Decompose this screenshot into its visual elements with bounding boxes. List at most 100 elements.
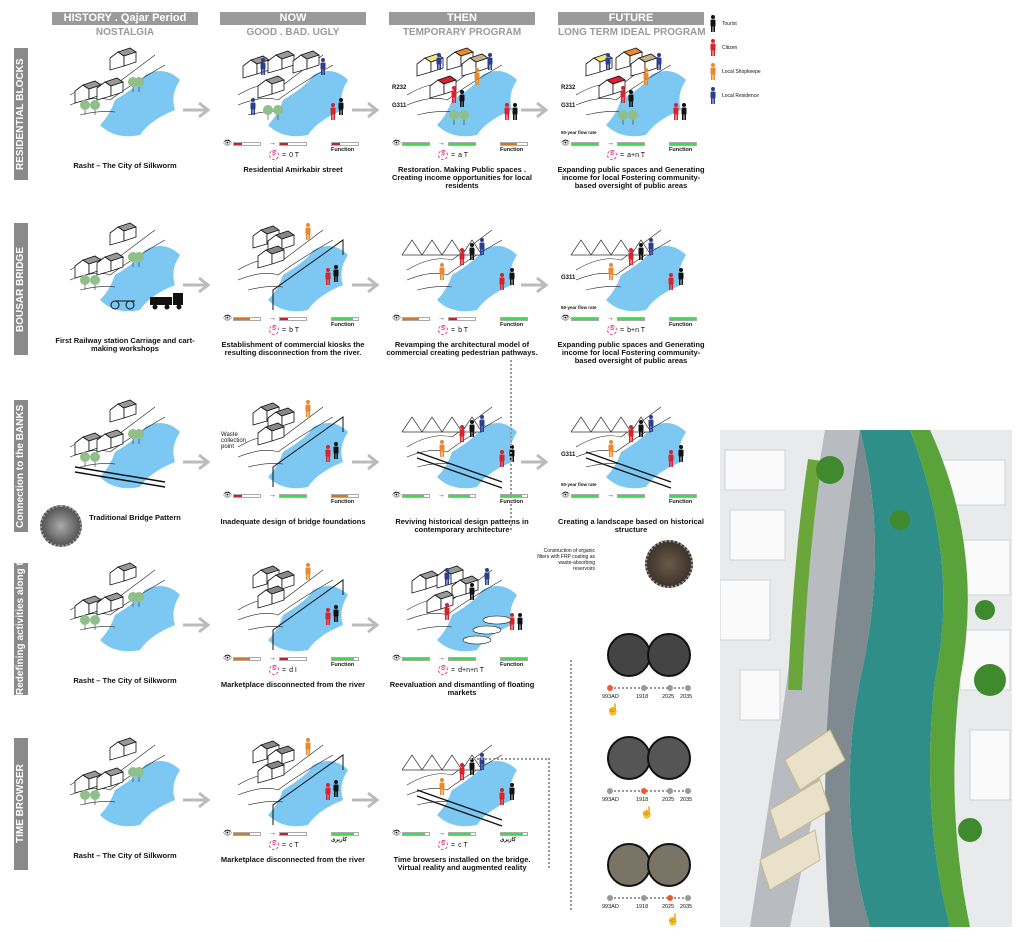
row-label: Redefining activities along the riverban… <box>14 563 28 695</box>
sustainability-equation: S=0 T <box>269 150 299 160</box>
tree-icon <box>90 275 100 290</box>
function-bar <box>331 317 359 321</box>
legend-label: Local Shopkeepe <box>722 69 761 75</box>
building-tag: G311 <box>561 103 576 109</box>
tree-icon <box>134 767 144 782</box>
person-icon <box>469 243 475 260</box>
equation-value: b+n T <box>627 326 646 334</box>
filter-photo <box>645 540 693 588</box>
equals-sign: = <box>620 151 625 159</box>
stage-cell: Rasht – The City of Silkworm <box>55 730 195 905</box>
person-icon <box>710 63 716 80</box>
person-icon <box>444 603 450 620</box>
function-label: Function <box>331 147 355 153</box>
filter-note: Construction of organic filters with FRP… <box>537 548 595 572</box>
building-tag: R232 <box>392 85 407 91</box>
timeline-year: 2025 <box>662 904 675 910</box>
person-icon <box>668 450 674 467</box>
person-icon <box>439 778 445 795</box>
eye-icon: 👁 <box>223 315 232 322</box>
sustainability-equation: S=d I <box>269 665 297 675</box>
chevron-right-icon <box>352 275 382 295</box>
timeline-dot[interactable] <box>667 685 673 691</box>
connector-line <box>470 758 550 868</box>
sustainability-icon: S <box>269 150 279 160</box>
stage-caption: First Railway station Carriage and cart-… <box>55 336 195 353</box>
chevron-right-icon <box>521 100 551 120</box>
timeline-dot[interactable] <box>607 895 613 901</box>
visibility-bar-fill <box>234 143 242 145</box>
timeline-dot[interactable] <box>667 788 673 794</box>
access-bar <box>279 142 307 146</box>
equation-value: d+n+n T <box>458 666 485 674</box>
tree-icon <box>618 110 628 125</box>
eye-icon: 👁 <box>392 492 401 499</box>
timeline-year: 2035 <box>680 694 693 700</box>
river <box>268 761 348 827</box>
timeline-dot[interactable] <box>685 788 691 794</box>
house-icon <box>267 50 295 74</box>
column-title: THEN <box>389 12 535 25</box>
timeline-dot[interactable] <box>685 685 691 691</box>
timeline-dot[interactable] <box>641 685 647 691</box>
access-bar <box>448 832 476 836</box>
stage-cell: First Railway station Carriage and cart-… <box>55 215 195 390</box>
timeline-dot[interactable] <box>685 895 691 901</box>
access-bar <box>617 142 645 146</box>
function-label: Function <box>669 322 693 328</box>
house-icon <box>257 245 285 269</box>
timeline-dot[interactable] <box>641 788 647 794</box>
timeline-dot[interactable] <box>607 788 613 794</box>
visibility-bar-fill <box>234 495 242 497</box>
river <box>268 586 348 652</box>
hand-pointer-icon[interactable]: ☝ <box>606 704 620 716</box>
visibility-bar <box>571 317 599 321</box>
tree-icon <box>134 429 144 444</box>
row-label: BOUSAR BRIDGE <box>14 223 28 355</box>
legend-label: Tourist <box>722 21 737 27</box>
person-icon <box>325 445 331 462</box>
timeline-dot[interactable] <box>607 685 613 691</box>
flow-rate-label: 50-year flow rate <box>561 482 597 487</box>
tree-icon <box>90 452 100 467</box>
person-icon <box>608 440 614 457</box>
scenario-row: Redefining activities along the riverban… <box>0 555 720 730</box>
person-icon <box>487 53 493 70</box>
site-sketch <box>406 47 518 137</box>
tree-icon <box>80 275 90 290</box>
chevron-right-icon <box>352 452 382 472</box>
bridge <box>74 466 166 488</box>
equation-value: b T <box>289 326 300 334</box>
person-icon <box>325 783 331 800</box>
person-icon <box>451 86 457 103</box>
timeline-year: 1918 <box>636 904 649 910</box>
equals-sign: = <box>282 841 287 849</box>
site-sketch <box>406 565 523 652</box>
river <box>268 246 348 312</box>
person-icon <box>499 273 505 290</box>
timeline-dot[interactable] <box>641 895 647 901</box>
function-bar-fill <box>670 143 696 145</box>
house-icon <box>96 77 124 101</box>
sustainability-icon: S <box>269 665 279 675</box>
legend-item: Local Shopkeepe <box>708 60 761 84</box>
access-arrow-icon: → <box>269 830 276 837</box>
hand-pointer-icon[interactable]: ☝ <box>666 914 680 926</box>
access-bar-fill <box>449 833 472 835</box>
house-icon <box>109 399 137 423</box>
eye-icon: 👁 <box>561 492 570 499</box>
timeline-dot[interactable] <box>667 895 673 901</box>
sustainability-equation: S=b+n T <box>607 325 645 335</box>
hand-pointer-icon[interactable]: ☝ <box>640 807 654 819</box>
